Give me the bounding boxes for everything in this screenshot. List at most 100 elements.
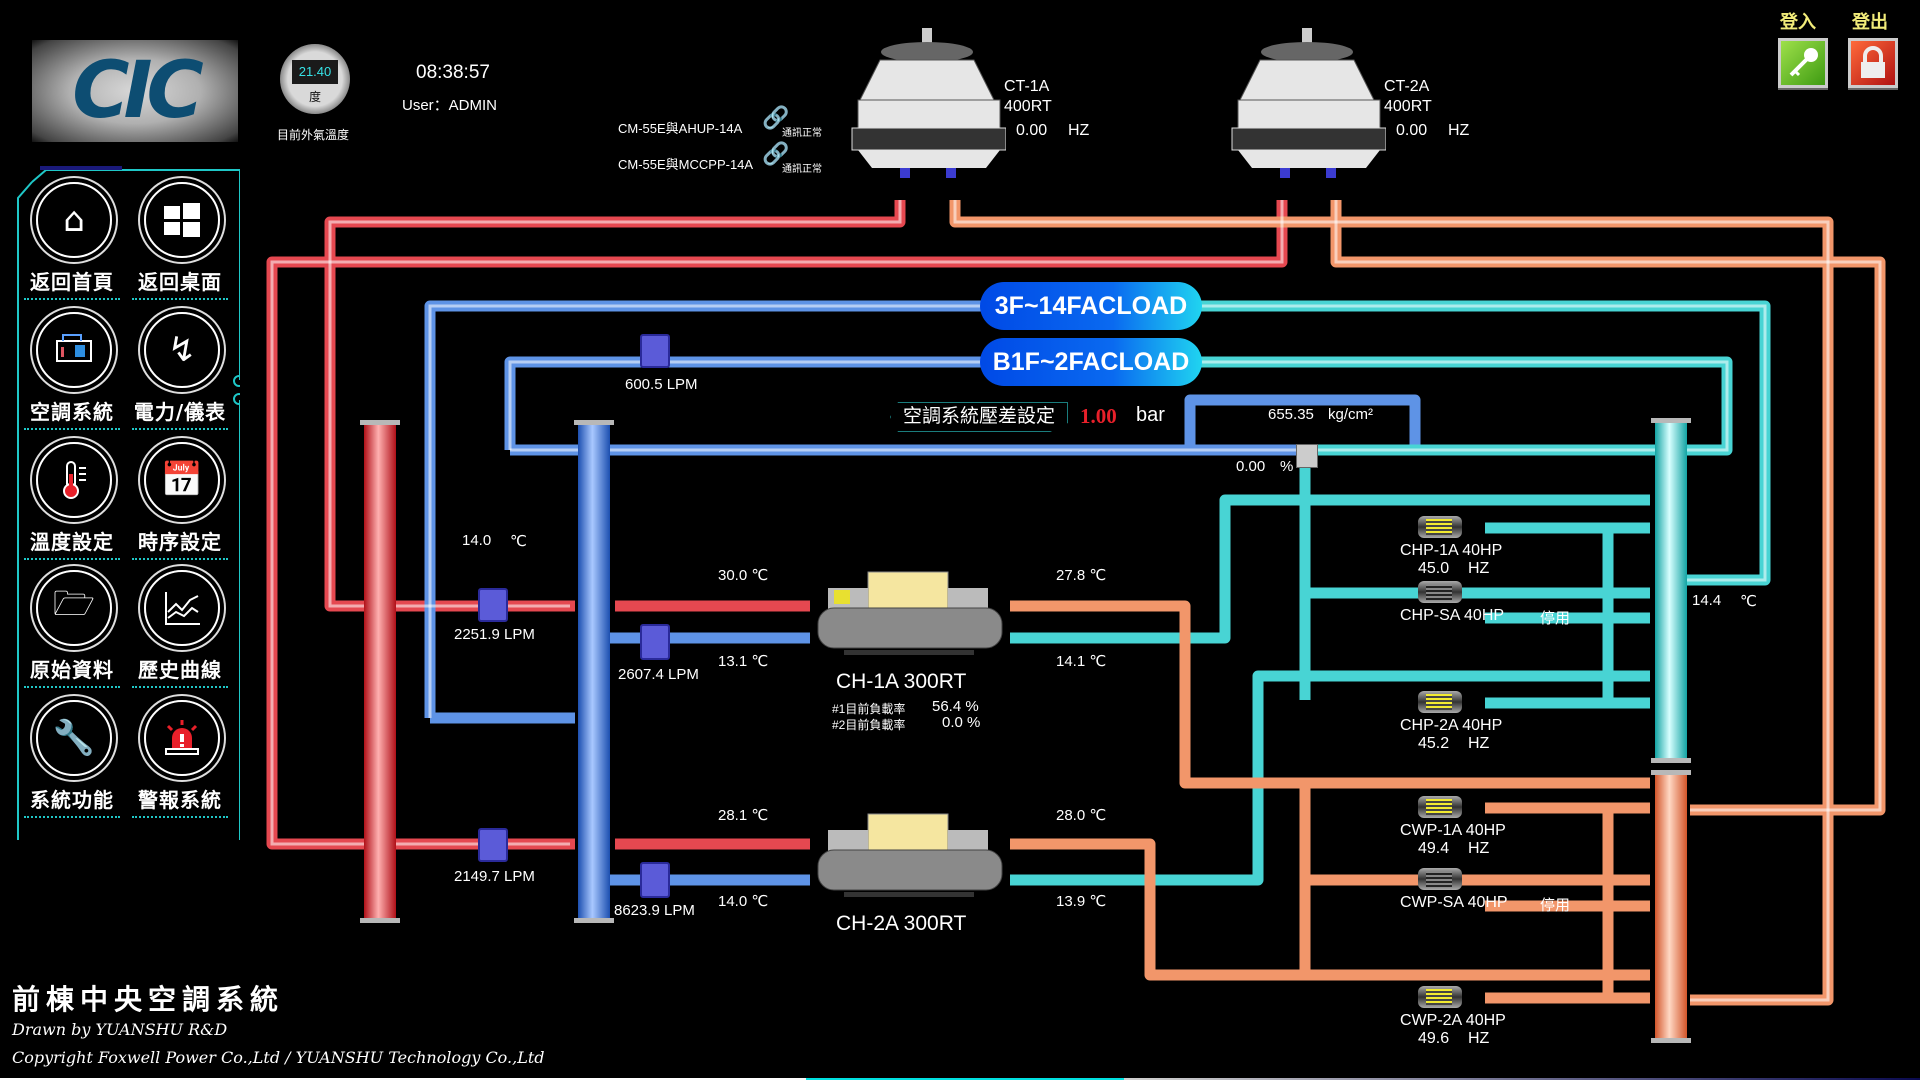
windows-icon: [144, 182, 220, 258]
pump-chp-sa[interactable]: [1418, 581, 1462, 603]
pump-freq: 45.2: [1418, 735, 1450, 752]
cooling-tower-ct-2a[interactable]: [1226, 28, 1386, 178]
sidebar-item-history[interactable]: 歷史曲線: [132, 570, 228, 688]
comm-link-status: 通訊正常: [782, 164, 822, 175]
sidebar-item-system[interactable]: 🔧系統功能: [24, 700, 120, 818]
ct-2a-capacity: 400RT: [1384, 98, 1432, 115]
pump-motor-icon: [1426, 871, 1452, 887]
copyright: Copyright Foxwell Power Co.,Ltd / YUANSH…: [12, 1048, 545, 1067]
pump-freq: 49.4: [1418, 840, 1450, 857]
chw-supply-temp: 14.0: [462, 532, 492, 549]
bypass-valve-percent: 0.00: [1236, 458, 1266, 475]
load-3f-14f-button[interactable]: 3F~14FACLOAD: [980, 282, 1202, 330]
ct-2a-freq-unit: HZ: [1448, 122, 1470, 139]
pump-name: CWP-1A 40HP: [1400, 822, 1506, 839]
current-user: User：ADMIN: [402, 97, 498, 114]
pump-name: CHP-1A 40HP: [1400, 542, 1503, 559]
pump-cwp-sa[interactable]: [1418, 868, 1462, 890]
chiller-1-cw-out-temp: 27.8 ℃: [1056, 567, 1107, 584]
pressure-setpoint-value[interactable]: 1.00: [1080, 404, 1117, 428]
sidebar-item-power[interactable]: ↯電力/儀表: [132, 312, 228, 430]
load-b1f-2f-button[interactable]: B1F~2FACLOAD: [980, 338, 1202, 386]
pump-chp-2a[interactable]: [1418, 691, 1462, 713]
logout-button[interactable]: [1848, 38, 1898, 88]
comm-link-name: CM-55E與MCCPP-14A: [618, 157, 754, 172]
company-logo: CIC: [32, 40, 238, 142]
calendar-icon: 📅: [160, 460, 204, 500]
pump-name: CWP-2A 40HP: [1400, 1012, 1506, 1029]
pump-status: 停用: [1540, 897, 1571, 914]
pump-freq: 45.0: [1418, 560, 1450, 577]
chiller-1-cw-flow: 2251.9 LPM: [454, 626, 535, 643]
sidebar-item-desktop[interactable]: 返回桌面: [132, 182, 228, 300]
ct-2a-name: CT-2A: [1384, 78, 1430, 95]
key-icon: [1789, 48, 1818, 77]
load-lower-flow: 600.5 LPM: [625, 376, 698, 393]
chiller-2-chw-in-temp: 13.9 ℃: [1056, 893, 1107, 910]
folder-download-icon: 🗁: [52, 583, 96, 624]
chiller-ch-1a[interactable]: [804, 570, 1014, 666]
bypass-valve-icon[interactable]: [1296, 444, 1318, 468]
chain-link-icon: 🔗: [762, 142, 790, 167]
pump-cwp-1a[interactable]: [1418, 796, 1462, 818]
pump-status: 停用: [1540, 610, 1571, 627]
chilled-water-supply-header: [578, 424, 610, 920]
differential-pressure-unit: kg/cm²: [1328, 406, 1373, 423]
sidebar-item-raw-data[interactable]: 🗁原始資料: [24, 570, 120, 688]
pump-motor-icon: [1426, 584, 1452, 600]
comm-link-name: CM-55E與AHUP-14A: [618, 121, 743, 136]
ct-1a-freq: 0.00: [1016, 122, 1048, 139]
chiller-2-cw-out-temp: 28.0 ℃: [1056, 807, 1107, 824]
tools-icon: 🔧: [52, 718, 96, 758]
flow-meter-icon: [478, 588, 508, 622]
chiller-1-load2-label: #2目前負載率: [832, 718, 906, 732]
ct-2a-freq: 0.00: [1396, 122, 1428, 139]
pump-motor-icon: [1426, 799, 1452, 815]
lightning-icon: ↯: [167, 330, 197, 370]
drawn-by: Drawn by YUANSHU R&D: [12, 1020, 228, 1039]
pump-freq-unit: HZ: [1468, 735, 1490, 752]
pump-freq: 49.6: [1418, 1030, 1450, 1047]
chiller-1-load1-label: #1目前負載率: [832, 702, 906, 716]
sidebar-nav: ⌂返回首頁 返回桌面 空調系統 ↯電力/儀表 溫度設定 📅時序設定 🗁原始資料 …: [14, 166, 240, 840]
cooling-tower-ct-1a[interactable]: [846, 28, 1006, 178]
pump-chp-1a[interactable]: [1418, 516, 1462, 538]
pump-freq-unit: HZ: [1468, 1030, 1490, 1047]
thermometer-icon: [36, 442, 112, 518]
sidebar-item-alarm[interactable]: 警報系統: [132, 700, 228, 818]
chw-supply-temp-unit: ℃: [510, 533, 527, 550]
flow-meter-icon: [640, 624, 670, 660]
ct-1a-name: CT-1A: [1004, 78, 1050, 95]
pressure-setpoint-label: 空調系統壓差設定: [890, 402, 1069, 432]
clock: 08:38:57: [416, 62, 490, 83]
outdoor-temp-label: 目前外氣溫度: [277, 128, 350, 142]
pressure-setpoint-unit: bar: [1136, 404, 1165, 426]
flow-meter-icon: [478, 828, 508, 862]
sidebar-item-home[interactable]: ⌂返回首頁: [24, 182, 120, 300]
login-button[interactable]: [1778, 38, 1828, 88]
chiller-1-chw-in-temp: 14.1 ℃: [1056, 653, 1107, 670]
system-title: 前棟中央空調系統: [12, 983, 285, 1016]
chiller-1-chw-flow: 2607.4 LPM: [618, 666, 699, 683]
pump-name: CWP-SA 40HP: [1400, 894, 1508, 911]
pump-freq-unit: HZ: [1468, 840, 1490, 857]
chiller-1-load1: 56.4 %: [932, 698, 979, 715]
pump-cwp-2a[interactable]: [1418, 986, 1462, 1008]
sidebar-item-schedule[interactable]: 📅時序設定: [132, 442, 228, 560]
logout-label: 登出: [1852, 12, 1888, 33]
chiller-ch-2a[interactable]: [804, 812, 1014, 908]
sidebar-item-hvac[interactable]: 空調系統: [24, 312, 120, 430]
ct-1a-capacity: 400RT: [1004, 98, 1052, 115]
home-icon: ⌂: [63, 200, 85, 240]
pump-freq-unit: HZ: [1468, 560, 1490, 577]
padlock-icon: [1861, 46, 1885, 78]
pump-name: CHP-SA 40HP: [1400, 607, 1505, 624]
chiller-1-load2: 0.0 %: [942, 714, 981, 731]
flow-meter-icon: [640, 334, 670, 368]
sidebar-item-temperature[interactable]: 溫度設定: [24, 442, 120, 560]
chw-return-temp-unit: ℃: [1740, 593, 1757, 610]
chiller-2-chw-out-temp: 14.0 ℃: [718, 893, 769, 910]
condenser-return-header: [1655, 772, 1687, 1040]
chiller-2-cw-flow: 2149.7 LPM: [454, 868, 535, 885]
